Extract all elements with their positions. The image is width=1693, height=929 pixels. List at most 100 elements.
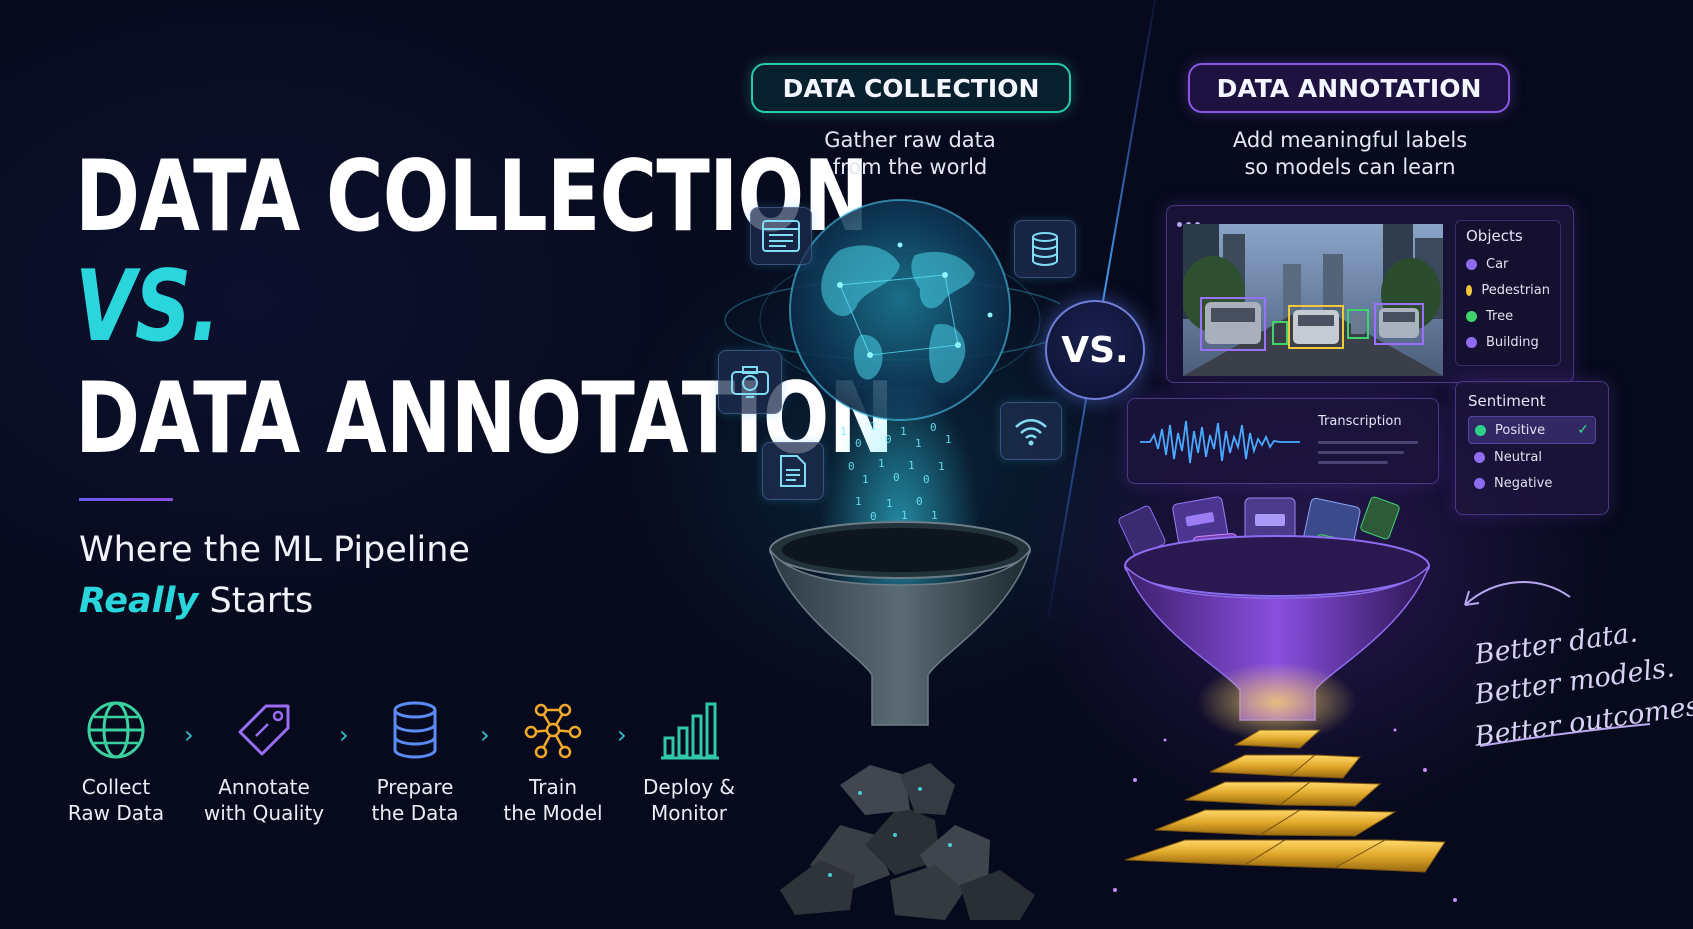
objects-title: Objects — [1466, 227, 1523, 245]
chevron-right-icon: › — [184, 721, 194, 749]
legend-label: Car — [1486, 256, 1509, 272]
collection-caption-line1: Gather raw data — [824, 128, 996, 152]
database-icon — [1014, 220, 1076, 278]
camera-icon — [718, 350, 782, 414]
svg-text:1: 1 — [862, 473, 869, 486]
svg-text:1: 1 — [870, 420, 877, 433]
sentiment-option-negative[interactable]: Negative — [1468, 470, 1596, 496]
color-dot-icon — [1474, 451, 1485, 463]
svg-text:1: 1 — [931, 509, 938, 522]
audio-waveform-icon — [1140, 420, 1300, 464]
step-label-line2: Raw Data — [67, 801, 165, 825]
sentiment-label: Positive — [1495, 422, 1546, 438]
wifi-icon — [1000, 402, 1062, 460]
color-dot-icon — [1466, 310, 1477, 322]
sentiment-label: Neutral — [1494, 449, 1542, 465]
sentiment-title: Sentiment — [1468, 392, 1546, 410]
svg-text:1: 1 — [886, 497, 893, 510]
chevron-right-icon: › — [617, 721, 627, 749]
subtitle-emphasis: Really — [79, 581, 199, 621]
svg-text:0: 0 — [885, 433, 892, 446]
annotation-illustration — [1113, 496, 1457, 902]
legend-item-building[interactable]: Building — [1466, 329, 1550, 355]
browser-window-icon — [750, 207, 812, 265]
subtitle-line2: Really Starts — [79, 584, 313, 619]
color-dot-icon — [1475, 424, 1486, 436]
sentiment-option-neutral[interactable]: Neutral — [1468, 444, 1596, 470]
legend-item-car[interactable]: Car — [1466, 251, 1550, 277]
annotation-caption-line2: so models can learn — [1244, 155, 1456, 179]
step-label-line1: Deploy & — [643, 775, 735, 799]
image-annotation-panel: Objects Car Pedestrian Tree Building — [1166, 205, 1574, 383]
svg-text:1: 1 — [915, 437, 922, 450]
legend-label: Building — [1486, 334, 1539, 350]
collection-label: DATA COLLECTION — [751, 63, 1071, 113]
collection-caption-line2: from the world — [832, 155, 988, 179]
svg-text:0: 0 — [893, 471, 900, 484]
legend-label: Pedestrian — [1481, 282, 1550, 298]
globe-icon — [87, 701, 145, 759]
legend-label: Tree — [1486, 308, 1514, 324]
street-scene-image — [1183, 224, 1443, 376]
transcription-panel: Transcription — [1127, 398, 1439, 484]
svg-text:0: 0 — [848, 460, 855, 473]
checkmark-icon: ✓ — [1577, 422, 1589, 438]
annotation-label: DATA ANNOTATION — [1188, 63, 1510, 113]
sentiment-panel: Sentiment Positive ✓ Neutral Negative — [1455, 381, 1609, 515]
legend-item-pedestrian[interactable]: Pedestrian — [1466, 277, 1550, 303]
network-icon — [524, 703, 582, 759]
step-label-line2: with Quality — [203, 801, 325, 825]
svg-text:0: 0 — [870, 510, 877, 523]
step-label-line1: Annotate — [218, 775, 310, 799]
svg-text:1: 1 — [840, 425, 847, 438]
svg-text:0: 0 — [855, 437, 862, 450]
curved-arrow-icon — [1464, 581, 1571, 606]
color-dot-icon — [1466, 284, 1473, 296]
sentiment-label: Negative — [1494, 475, 1553, 491]
svg-text:1: 1 — [900, 425, 907, 438]
svg-text:0: 0 — [930, 421, 937, 434]
legend-item-tree[interactable]: Tree — [1466, 303, 1550, 329]
color-dot-icon — [1466, 336, 1477, 348]
svg-text:1: 1 — [938, 460, 945, 473]
step-label-line2: the Model — [503, 801, 603, 825]
bar-chart-icon — [661, 702, 719, 760]
objects-legend: Objects Car Pedestrian Tree Building — [1455, 220, 1561, 366]
document-icon — [762, 442, 824, 500]
step-label-line1: Train — [529, 775, 577, 799]
color-dot-icon — [1474, 477, 1485, 489]
annotation-caption-line1: Add meaningful labels — [1232, 128, 1468, 152]
headline-vs: VS. — [75, 250, 220, 364]
text-line-placeholder — [1318, 441, 1418, 444]
database-icon — [393, 701, 437, 759]
svg-text:1: 1 — [901, 509, 908, 522]
svg-text:1: 1 — [855, 495, 862, 508]
svg-text:0: 0 — [923, 473, 930, 486]
headline-line1: DATA COLLECTION — [75, 140, 869, 254]
step-label-line2: Monitor — [650, 801, 728, 825]
svg-text:0: 0 — [916, 495, 923, 508]
svg-text:1: 1 — [945, 433, 952, 446]
step-label-line1: Collect — [81, 775, 151, 799]
text-line-placeholder — [1318, 461, 1388, 464]
underline-stroke — [1479, 723, 1651, 747]
tag-icon — [238, 704, 290, 756]
sentiment-option-positive[interactable]: Positive ✓ — [1468, 416, 1596, 444]
transcription-title: Transcription — [1318, 414, 1402, 429]
svg-text:1: 1 — [908, 459, 915, 472]
chevron-right-icon: › — [339, 721, 349, 749]
collection-caption: Gather raw data from the world — [780, 127, 1040, 181]
subtitle-rest: Starts — [198, 581, 314, 621]
vs-badge: VS. — [1045, 300, 1145, 400]
step-label-line1: Prepare — [376, 775, 454, 799]
pipeline-step-deploy: Deploy &Monitor — [614, 698, 764, 826]
step-label-line2: the Data — [371, 801, 459, 825]
accent-divider — [79, 498, 173, 501]
color-dot-icon — [1466, 258, 1477, 270]
